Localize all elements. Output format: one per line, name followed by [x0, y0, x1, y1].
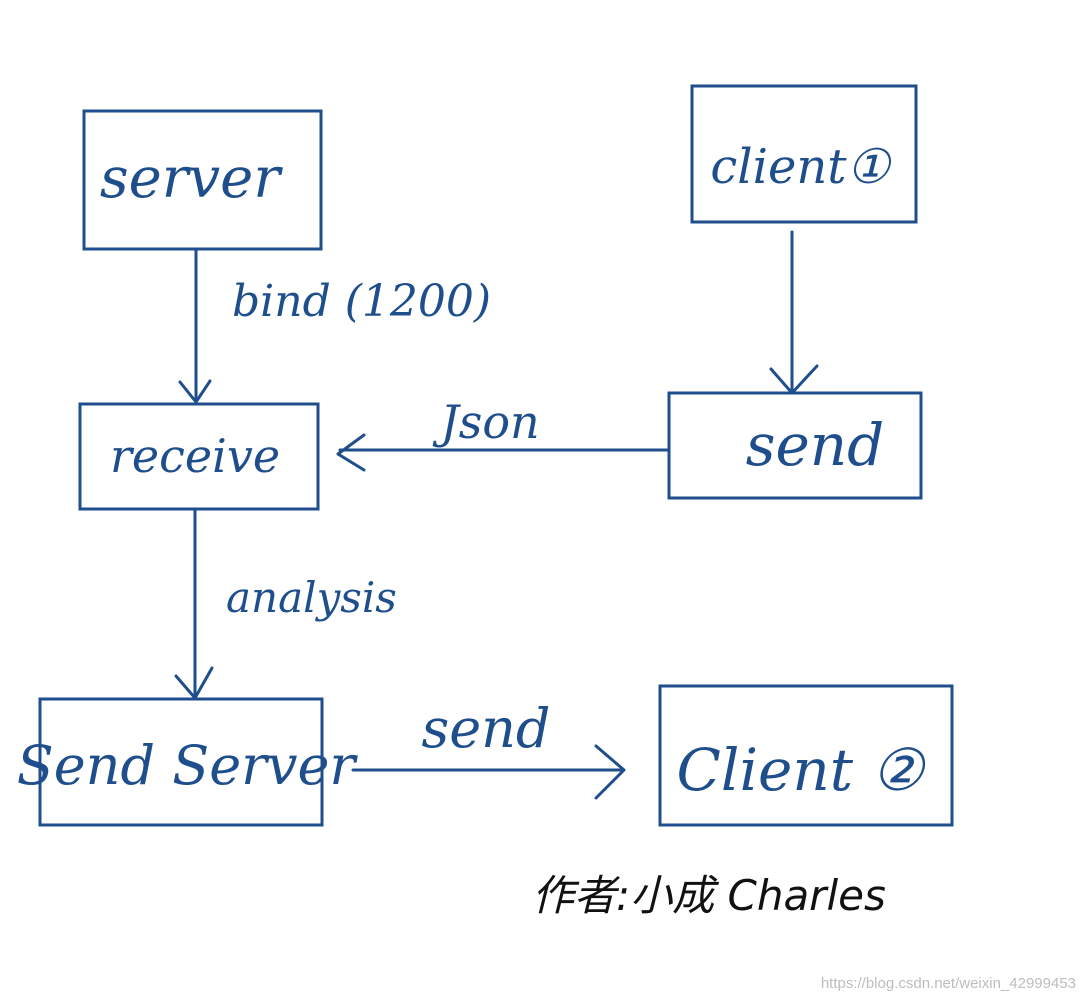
node-receive-box — [78, 402, 320, 511]
node-receive: receive — [78, 402, 320, 511]
node-receive-label: receive — [110, 429, 280, 483]
node-server-box — [82, 109, 323, 251]
author-signature: 作者:小成 Charles — [532, 871, 886, 920]
node-client-2-label: Client ② — [677, 736, 927, 804]
arrowhead-right-icon — [594, 744, 626, 800]
arrowhead-down-icon — [178, 379, 212, 404]
node-client-1: client① — [690, 84, 918, 224]
node-client-1-box — [690, 84, 918, 224]
edge-receive-to-send-server: analysis — [174, 508, 397, 700]
edge-json-label: Json — [432, 395, 539, 449]
node-client-1-label: client① — [710, 139, 892, 195]
node-send-server-label: Send Server — [17, 734, 359, 797]
node-server-label: server — [100, 146, 283, 211]
edge-send-label: send — [421, 697, 550, 760]
node-send: send — [667, 391, 923, 500]
edge-bind-label: bind (1200) — [232, 276, 491, 327]
arrowhead-left-icon — [336, 433, 366, 472]
edge-send-to-receive: Json — [336, 395, 670, 472]
edge-server-to-receive: bind (1200) — [178, 248, 491, 404]
edge-send-server-to-client2: send — [351, 697, 626, 800]
watermark-url: https://blog.csdn.net/weixin_42999453 — [821, 975, 1076, 992]
node-client-2: Client ② — [658, 684, 954, 827]
node-client-2-box — [658, 684, 954, 827]
node-send-label: send — [746, 411, 885, 479]
arrowhead-down-icon — [769, 364, 819, 395]
edge-analysis-label: analysis — [226, 573, 397, 622]
node-send-box — [667, 391, 923, 500]
edge-client1-to-send — [769, 230, 819, 395]
node-send-server: Send Server — [17, 697, 359, 827]
node-send-server-box — [38, 697, 324, 827]
node-server: server — [82, 109, 323, 251]
arrowhead-down-icon — [174, 666, 214, 700]
